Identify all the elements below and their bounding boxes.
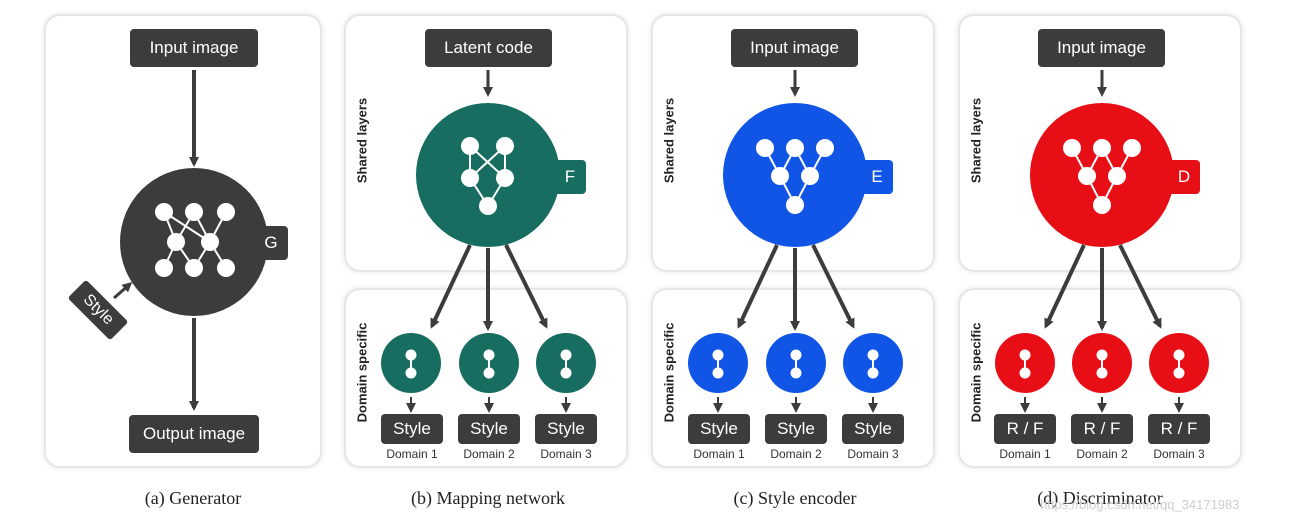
encoder-domain-1: Domain 1 [693, 447, 745, 461]
encoder-shared-label: Shared layers [661, 97, 677, 184]
discriminator-domain-2: Domain 2 [1076, 447, 1128, 461]
encoder-specific-label: Domain specific [661, 322, 677, 423]
encoder-output-1: Style [688, 414, 750, 444]
encoder-caption: (c) Style encoder [733, 488, 857, 508]
mapping-shared-label: Shared layers [354, 97, 370, 184]
encoder-domain-2: Domain 2 [770, 447, 822, 461]
encoder-domain-3: Domain 3 [847, 447, 899, 461]
mapping-output-3: Style [535, 414, 597, 444]
generator-tag: G [264, 233, 278, 252]
encoder-input-box: Input image [731, 29, 858, 67]
discriminator-output-2: R / F [1071, 414, 1133, 444]
encoder-output-3: Style [842, 414, 904, 444]
generator-caption: (a) Generator [144, 488, 242, 508]
discriminator-output-3: R / F [1148, 414, 1210, 444]
discriminator-specific-label: Domain specific [968, 322, 984, 423]
mapping-domain-2: Domain 2 [463, 447, 515, 461]
encoder-graphic [688, 70, 903, 413]
mapping-input-box: Latent code [425, 29, 552, 67]
discriminator-domain-1: Domain 1 [999, 447, 1051, 461]
discriminator-graphic [995, 70, 1209, 413]
watermark: https://blog.csdn.net/qq_34171983 [1040, 497, 1240, 512]
discriminator-input-box: Input image [1038, 29, 1165, 67]
generator-graphic [68, 70, 288, 411]
discriminator-tag: D [1177, 167, 1191, 186]
mapping-graphic [381, 70, 596, 413]
discriminator-domain-3: Domain 3 [1153, 447, 1205, 461]
mapping-caption: (b) Mapping network [411, 488, 565, 508]
encoder-tag: E [871, 167, 883, 186]
mapping-specific-label: Domain specific [354, 322, 370, 423]
mapping-output-1: Style [381, 414, 443, 444]
generator-output-box: Output image [129, 415, 259, 453]
discriminator-caption: (d) Discriminator [1037, 488, 1163, 508]
discriminator-shared-label: Shared layers [968, 97, 984, 184]
mapping-output-2: Style [458, 414, 520, 444]
discriminator-output-1: R / F [994, 414, 1056, 444]
encoder-output-2: Style [765, 414, 827, 444]
generator-input-box: Input image [130, 29, 258, 67]
generator-circle [120, 168, 268, 316]
mapping-tag: F [564, 167, 576, 186]
mapping-domain-1: Domain 1 [386, 447, 438, 461]
mapping-domain-3: Domain 3 [540, 447, 592, 461]
